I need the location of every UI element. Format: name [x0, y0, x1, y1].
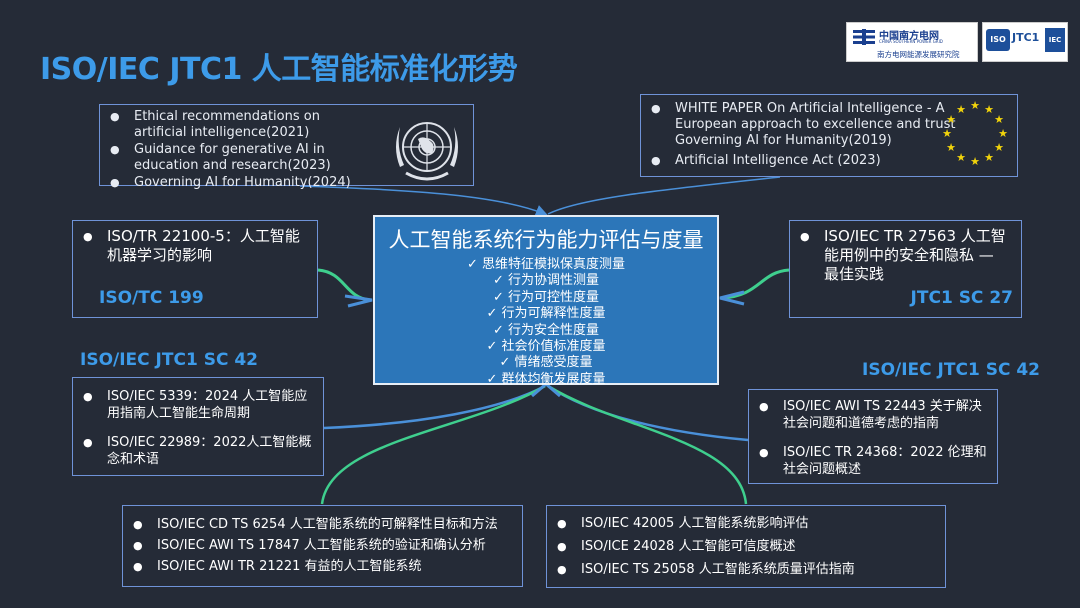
list-item: ●ISO/IEC AWI TS 22443 关于解决社会问题和道德考虑的指南 — [759, 399, 982, 431]
sc42-standards-box-left: ●ISO/IEC 5339：2024 人工智能应用指南人工智能生命周期 ●ISO… — [72, 377, 324, 476]
eu-documents-box: ●WHITE PAPER On Artificial Intelligence … — [640, 94, 1018, 177]
list-item: ✓ 行为可控性度量 — [492, 289, 600, 305]
svg-text:★: ★ — [970, 155, 980, 168]
sc27-arrow — [719, 290, 745, 306]
sc42-standards-box-right: ●ISO/IEC AWI TS 22443 关于解决社会问题和道德考虑的指南 ●… — [748, 389, 998, 484]
center-title: 人工智能系统行为能力评估与度量 — [388, 228, 704, 252]
list-item: ✓ 行为协调性测量 — [492, 273, 600, 289]
svg-text:★: ★ — [994, 141, 1004, 154]
csg-name-en: CHINA SOUTHERN POWER GRID — [879, 39, 943, 44]
list-item: ●ISO/TR 22100-5：人工智能机器学习的影响 — [83, 227, 300, 264]
un-documents-box: ●Ethical recommendations on artificial i… — [99, 104, 474, 190]
svg-text:★: ★ — [946, 141, 956, 154]
un-to-center-connector — [299, 185, 548, 217]
list-item: ●ISO/IEC 22989：2022人工智能概念和术语 — [83, 435, 312, 467]
csg-name: 中国南方电网 — [879, 31, 939, 42]
list-item: ●ISO/IEC CD TS 6254 人工智能系统的可解释性目标和方法 — [133, 517, 498, 532]
list-item: ●ISO/IEC TR 24368：2022 伦理和社会问题概述 — [759, 445, 987, 477]
svg-text:★: ★ — [998, 127, 1008, 140]
list-item: ●ISO/IEC TR 27563 人工智能用例中的安全和隐私 — 最佳实践 — [800, 227, 1006, 283]
page-title: ISO/IEC JTC1 人工智能标准化形势 — [40, 52, 518, 87]
list-item: ●ISO/IEC TS 25058 人工智能系统质量评估指南 — [557, 562, 855, 577]
list-item: ●ISO/IEC 42005 人工智能系统影响评估 — [557, 516, 809, 531]
csg-institute: 南方电网能源发展研究院 — [877, 50, 960, 59]
jtc1-logo-text: JTC1 — [1012, 31, 1040, 44]
box5339-connector — [323, 384, 546, 430]
box6254-connector — [320, 384, 546, 505]
iso-tc199-box: ●ISO/TR 22100-5：人工智能机器学习的影响 ISO/TC 199 — [72, 220, 318, 318]
eu-to-center-connector — [547, 176, 781, 215]
list-item: ●Ethical recommendations on artificial i… — [110, 109, 320, 140]
iso-iec-logo: ISO JTC1 IEC — [982, 22, 1068, 62]
svg-text:★: ★ — [984, 103, 994, 116]
sc27-connector — [721, 268, 790, 300]
list-item: ✓ 情绪感受度量 — [499, 355, 593, 371]
csg-logo-icon — [853, 29, 875, 45]
sc42-standards-box-bottom-right: ●ISO/IEC 42005 人工智能系统影响评估 ●ISO/ICE 24028… — [546, 505, 946, 588]
list-item: ●ISO/IEC AWI TR 21221 有益的人工智能系统 — [133, 559, 422, 574]
jtc1-sc27-box: ●ISO/IEC TR 27563 人工智能用例中的安全和隐私 — 最佳实践 J… — [789, 220, 1022, 318]
svg-text:★: ★ — [956, 103, 966, 116]
sc27-label: JTC1 SC 27 — [910, 288, 1013, 308]
sc42-standards-box-bottom-left: ●ISO/IEC CD TS 6254 人工智能系统的可解释性目标和方法 ●IS… — [122, 505, 523, 587]
sc42-label-left: ISO/IEC JTC1 SC 42 — [80, 350, 259, 370]
csg-logo: 中国南方电网 CHINA SOUTHERN POWER GRID 南方电网能源发… — [846, 22, 978, 62]
eu-stars-icon: ★ ★ ★ ★ ★ ★ ★ ★ ★ ★ ★ ★ — [942, 99, 1008, 168]
list-item: ●WHITE PAPER On Artificial Intelligence … — [651, 101, 956, 148]
list-item: ✓ 思维特征模拟保真度测量 — [466, 257, 626, 272]
list-item: ●ISO/ICE 24028 人工智能可信度概述 — [557, 539, 796, 554]
list-item: ●Guidance for generative AI in education… — [110, 142, 331, 173]
list-item: ✓ 社会价值标准度量 — [486, 339, 606, 355]
un-emblem-icon — [396, 122, 458, 181]
list-item: ✓ 行为安全性度量 — [492, 322, 600, 338]
svg-text:★: ★ — [942, 127, 952, 140]
tc199-connector — [317, 268, 371, 302]
iso-logo-icon: ISO — [986, 29, 1010, 51]
list-item: ●Artificial Intelligence Act (2023) — [651, 153, 881, 168]
list-item: ✓ 行为可解释性度量 — [486, 306, 606, 322]
tc199-arrow — [344, 294, 373, 308]
box22443-connector — [547, 384, 749, 442]
svg-text:★: ★ — [984, 151, 994, 164]
svg-text:★: ★ — [946, 113, 956, 126]
list-item: ●Governing AI for Humanity(2024) — [110, 175, 351, 190]
center-evaluation-box: 人工智能系统行为能力评估与度量 ✓ 思维特征模拟保真度测量 ✓ 行为协调性测量 … — [373, 215, 719, 387]
list-item: ●ISO/IEC 5339：2024 人工智能应用指南人工智能生命周期 — [83, 389, 308, 421]
iec-logo-icon: IEC — [1045, 28, 1065, 52]
list-item: ✓ 群体均衡发展度量 — [486, 371, 606, 387]
list-item: ●ISO/IEC AWI TS 17847 人工智能系统的验证和确认分析 — [133, 538, 486, 553]
box42005-connector — [547, 384, 748, 505]
sc42-label-right: ISO/IEC JTC1 SC 42 — [862, 360, 1041, 380]
svg-text:★: ★ — [994, 113, 1004, 126]
tc199-label: ISO/TC 199 — [99, 288, 204, 308]
svg-text:★: ★ — [956, 151, 966, 164]
svg-text:★: ★ — [970, 99, 980, 112]
